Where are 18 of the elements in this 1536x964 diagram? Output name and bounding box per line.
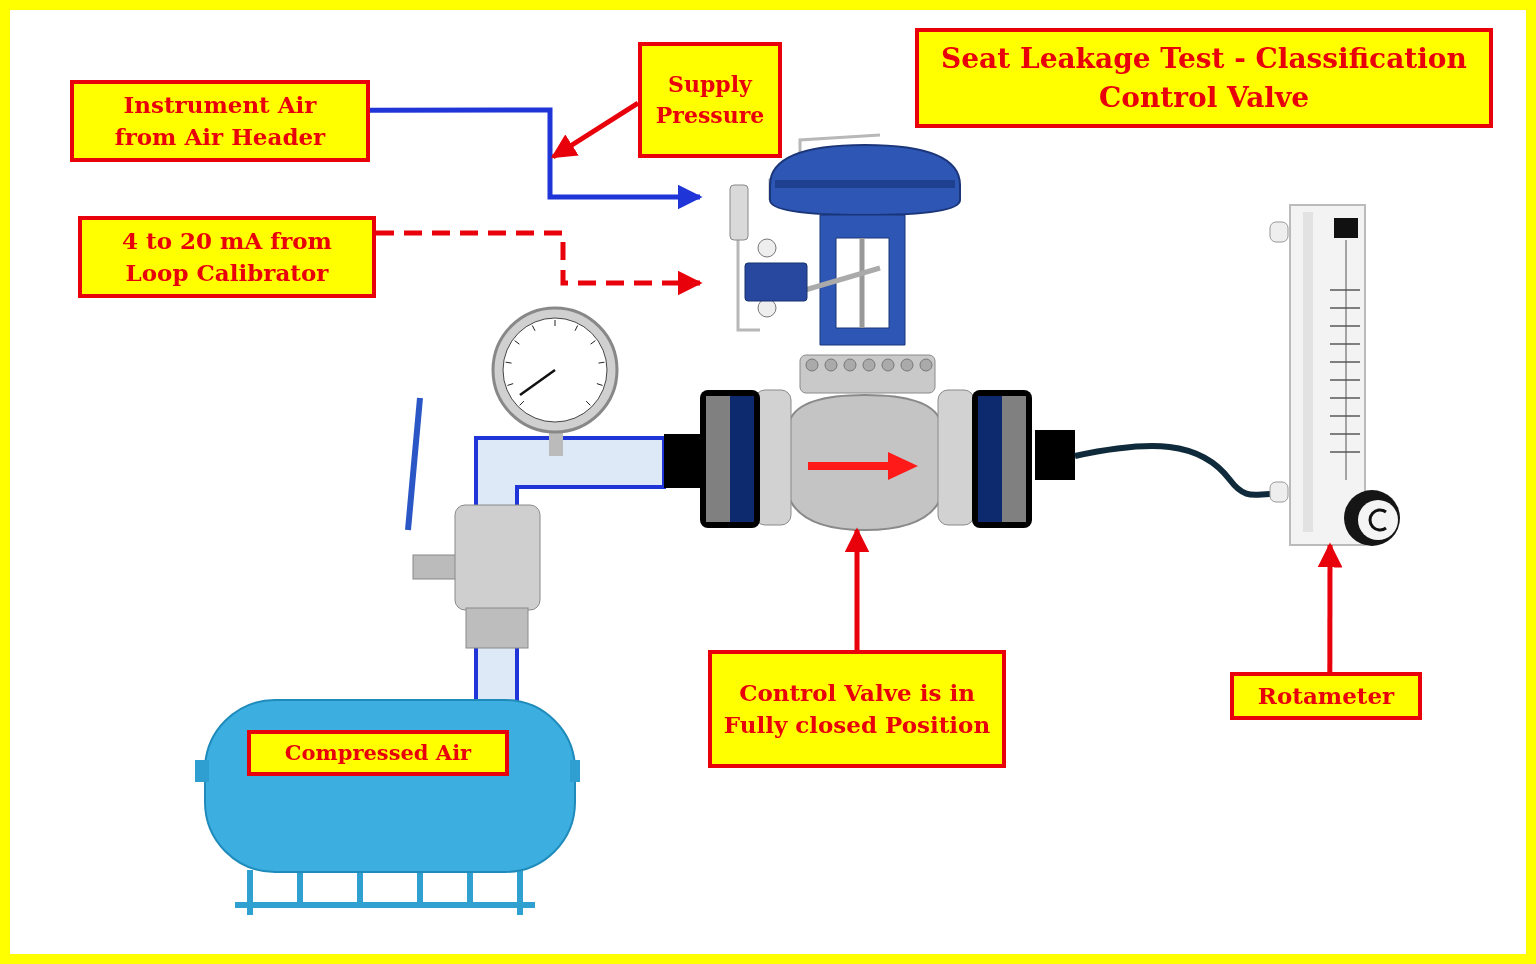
label-box xyxy=(70,80,370,162)
label-box xyxy=(247,730,509,776)
label-text: Supply Pressure xyxy=(654,70,766,130)
arrow xyxy=(370,107,703,210)
arrow xyxy=(844,527,870,650)
label-box xyxy=(708,650,1006,768)
label-text: Control Valve is in Fully closed Position xyxy=(722,677,992,740)
label-text: 4 to 20 mA from Loop Calibrator xyxy=(121,225,333,288)
label-text: Instrument Air from Air Header xyxy=(113,89,327,152)
title-label: Seat Leakage Test - Classification Control Valve xyxy=(915,28,1493,128)
label-box xyxy=(638,42,782,158)
label-text: Rotameter xyxy=(1256,680,1396,711)
label-box xyxy=(1230,672,1422,720)
label-text: Compressed Air xyxy=(283,739,473,768)
arrow xyxy=(376,230,703,296)
arrow xyxy=(1317,542,1343,672)
pointer-arrow xyxy=(550,100,640,160)
label-box xyxy=(78,216,376,298)
